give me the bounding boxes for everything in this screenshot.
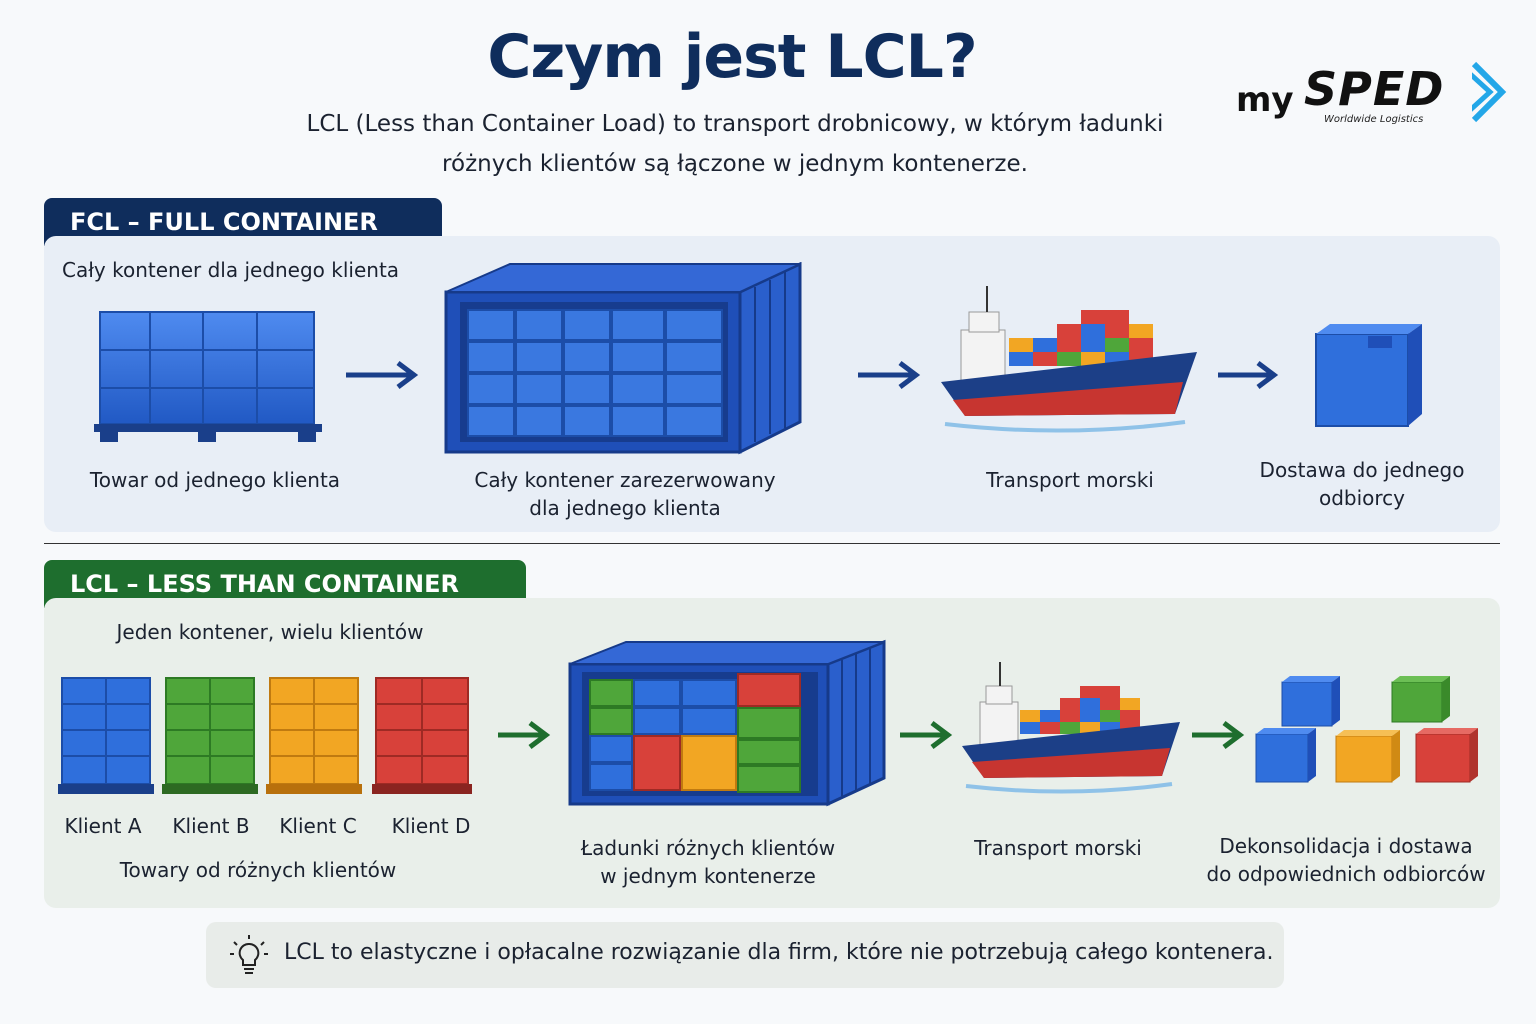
- subtitle-line-2: różnych klientów są łączone w jednym kon…: [442, 151, 1028, 177]
- page-subtitle: LCL (Less than Container Load) to transp…: [230, 104, 1240, 184]
- lcl-step4-label: Dekonsolidacja i dostawa do odpowiednich…: [1196, 832, 1496, 888]
- client-b-pallet-icon: [162, 677, 258, 794]
- lcl-client-pallets: [58, 677, 472, 794]
- fcl-step4-label: Dostawa do jednego odbiorcy: [1250, 456, 1474, 512]
- logo-brand: SPED: [1304, 62, 1445, 116]
- client-a-label: Klient A: [64, 814, 142, 838]
- logo-chevron-icon: [1472, 61, 1507, 123]
- fcl-delivery-box-icon: [1315, 324, 1422, 427]
- client-d-label: Klient D: [391, 814, 471, 838]
- lightbulb-icon: [230, 935, 268, 974]
- section-divider: [44, 543, 1500, 544]
- fcl-pallet-icon: [94, 311, 322, 442]
- lcl-delivery-boxes-icon: [1255, 676, 1478, 783]
- lcl-step2-line-2: w jednym kontenerze: [600, 864, 816, 888]
- hint-text: LCL to elastyczne i opłacalne rozwiązani…: [284, 940, 1274, 965]
- arrow-right-icon: [1218, 361, 1279, 389]
- lcl-ship-icon: [962, 662, 1180, 794]
- logo-tagline: Worldwide Logistics: [1324, 114, 1424, 125]
- fcl-step4-line-2: odbiorcy: [1318, 486, 1406, 510]
- fcl-intro: Cały kontener dla jednego klienta: [62, 258, 400, 282]
- hint-box: [206, 922, 1284, 988]
- client-c-label: Klient C: [279, 814, 357, 838]
- lcl-step3-label: Transport morski: [974, 836, 1142, 860]
- client-a-pallet-icon: [58, 677, 154, 794]
- subtitle-line-1: LCL (Less than Container Load) to transp…: [306, 111, 1164, 137]
- fcl-step2-label: Cały kontener zarezerwowany dla jednego …: [460, 466, 790, 522]
- fcl-step2-line-2: dla jednego klienta: [529, 496, 721, 520]
- fcl-step1-label: Towar od jednego klienta: [89, 468, 341, 492]
- lcl-step4-line-1: Dekonsolidacja i dostawa: [1219, 834, 1473, 858]
- client-c-pallet-icon: [266, 677, 362, 794]
- fcl-container-icon: [444, 262, 802, 455]
- fcl-step4-line-1: Dostawa do jednego: [1259, 458, 1465, 482]
- company-logo: my SPED Worldwide Logistics: [1232, 56, 1512, 136]
- lcl-intro: Jeden kontener, wielu klientów: [116, 620, 424, 644]
- arrow-right-icon: [346, 361, 419, 389]
- fcl-step3-label: Transport morski: [986, 468, 1154, 492]
- logo-prefix: my: [1236, 80, 1294, 120]
- lcl-step2-line-1: Ładunki różnych klientów: [580, 836, 836, 860]
- arrow-right-icon: [1192, 721, 1245, 749]
- fcl-ship-icon: [941, 286, 1197, 433]
- lcl-clients-caption: Towary od różnych klientów: [119, 858, 397, 882]
- client-b-label: Klient B: [172, 814, 250, 838]
- arrow-right-icon: [858, 361, 921, 389]
- fcl-step2-line-1: Cały kontener zarezerwowany: [474, 468, 776, 492]
- client-d-pallet-icon: [372, 677, 472, 794]
- arrow-right-icon: [498, 721, 551, 749]
- lcl-step4-line-2: do odpowiednich odbiorców: [1206, 862, 1486, 886]
- lcl-step2-label: Ładunki różnych klientów w jednym konten…: [566, 834, 850, 890]
- lcl-container-icon: [568, 639, 886, 807]
- page-title: Czym jest LCL?: [487, 22, 977, 92]
- arrow-right-icon: [900, 721, 953, 749]
